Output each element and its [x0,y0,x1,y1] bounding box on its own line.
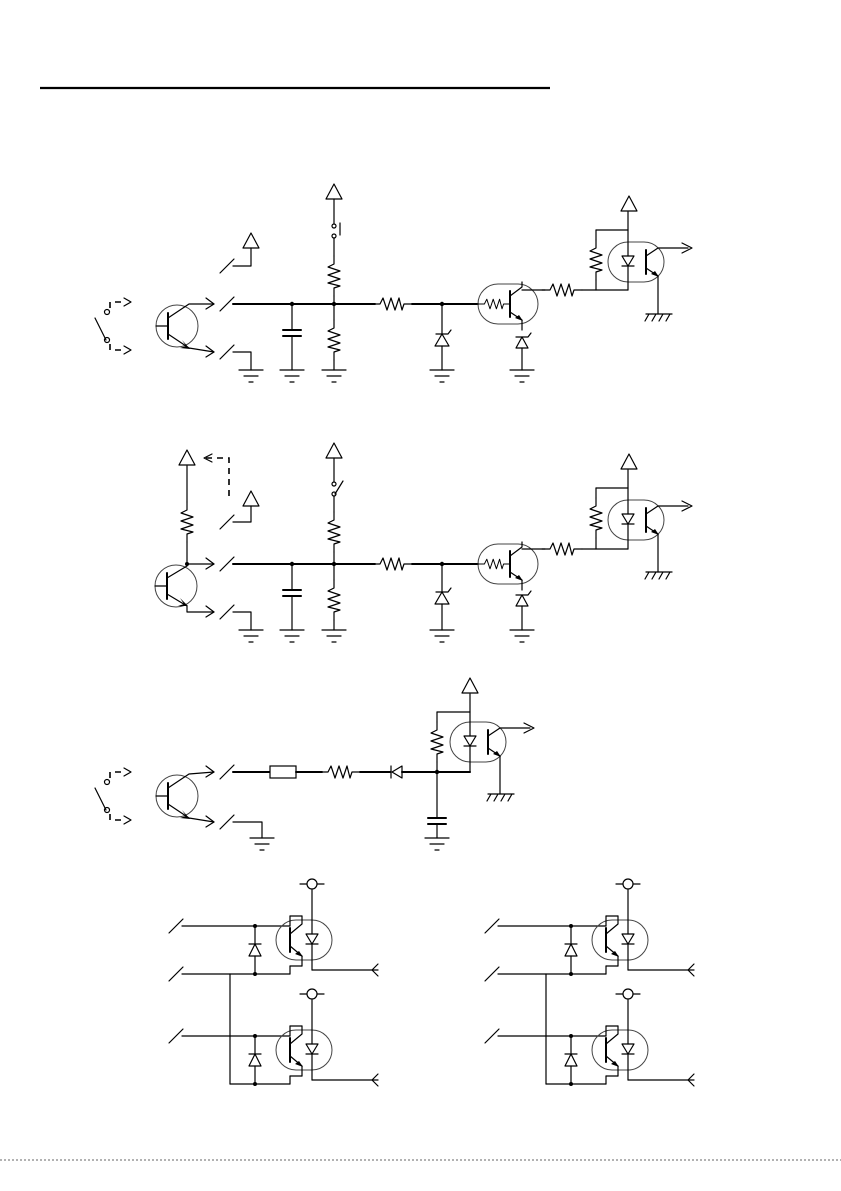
resistor-icon [590,498,602,538]
input-filter-capacitor [425,772,449,850]
terminal-mark [485,967,499,981]
circuit-sinking-input [95,184,692,382]
supply-arrow-icon [621,454,637,469]
terminal-mark [485,919,499,933]
zener-diode [430,564,454,642]
supply-arrow-icon [462,678,478,693]
filter-capacitor [280,304,304,382]
ground-icon [322,370,346,382]
terminal-mark [169,1029,183,1043]
flyback-diode [565,1036,577,1084]
output-optocoupler [590,196,692,321]
output-optocoupler [431,678,534,801]
ground-icon [510,630,534,642]
ground-icon [280,370,304,382]
resistor-icon [320,766,360,778]
terminal-mark [220,557,234,571]
zener-diode [510,333,534,382]
supply-arrow-icon [621,196,637,211]
circuit-sourcing-input [155,443,692,642]
terminal-mark [220,297,234,311]
resistor-icon [478,559,510,569]
chassis-ground-icon [645,572,672,579]
ground-icon [425,838,449,850]
ground-icon [322,630,346,642]
resistor-icon [478,299,510,309]
terminal-mark [485,1029,499,1043]
output-optocoupler [592,879,694,976]
pull-up-branch [326,443,343,564]
resistor-icon [590,240,602,280]
output-optocoupler [592,989,694,1086]
filter-capacitor [280,564,304,642]
input-transistor-package [478,542,545,590]
sensor-transistor [155,565,214,617]
ground-icon [430,370,454,382]
resistor-icon [181,502,193,542]
terminal-mark [220,815,234,829]
zener-diode [430,304,454,382]
ground-icon [239,370,263,382]
chassis-ground-icon [487,794,514,801]
terminal-mark [220,259,234,273]
supply-arrow-icon [179,450,195,465]
terminal-mark [169,967,183,981]
resistor-icon [328,256,340,296]
resistor-icon [542,543,582,555]
zener-diode [510,591,534,642]
series-diode [391,766,402,778]
resistor-icon [372,298,412,310]
supply-arrow-icon [243,491,259,506]
ground-icon [430,630,454,642]
ground-icon [250,838,274,850]
switch-symbol [95,298,131,354]
ground-icon [239,630,263,642]
supply-arrow-icon [243,233,259,248]
terminal-mark [169,919,183,933]
flyback-diode [565,926,577,974]
ground-icon [280,630,304,642]
resistor-icon [328,320,340,360]
resistor-icon [372,558,412,570]
output-optocoupler [590,454,692,579]
flyback-diode [249,1036,261,1084]
sensor-transistor [156,298,214,357]
resistor-icon [328,512,340,552]
input-transistor-package [478,282,545,330]
terminal-mark [220,605,234,619]
circuit-output-pair-left [169,879,378,1086]
ground-icon [510,370,534,382]
output-optocoupler [276,989,378,1086]
output-optocoupler [276,879,378,976]
chassis-ground-icon [645,314,672,321]
supply-arrow-icon [326,443,342,458]
sensor-transistor [156,766,214,827]
resistor-icon [542,284,582,296]
terminal-mark [220,345,234,359]
circuit-output-pair-right [485,879,694,1086]
resistor-icon [328,580,340,620]
supply-arrow-icon [326,184,342,199]
flyback-diode [249,926,261,974]
fuse-icon [270,766,296,778]
terminal-mark [220,765,234,779]
resistor-icon [431,722,443,762]
terminal-mark [220,515,234,529]
circuit-fast-input [95,678,534,850]
switch-symbol [95,768,131,824]
pull-up-branch [326,184,342,304]
